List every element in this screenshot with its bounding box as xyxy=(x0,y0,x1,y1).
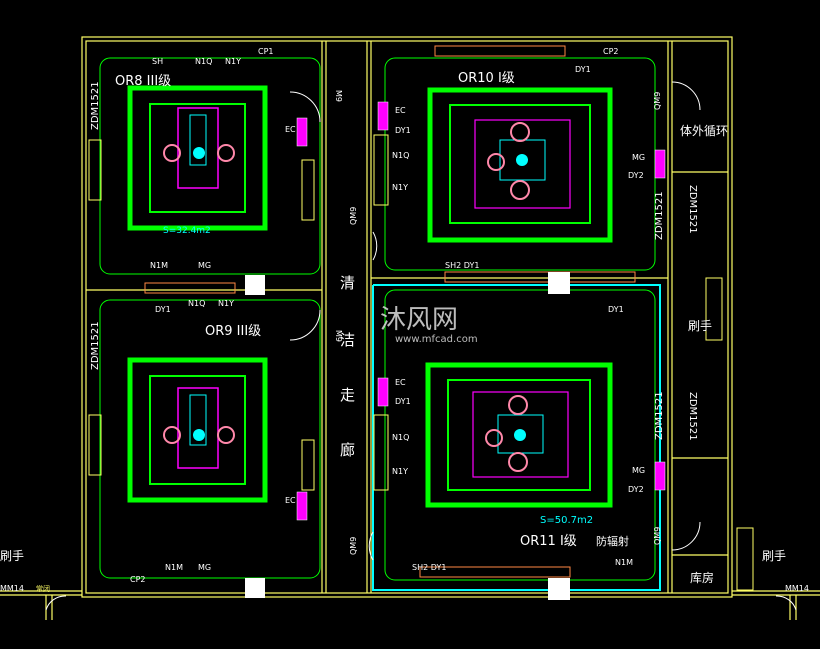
watermark-brand: 沐风网 xyxy=(380,305,458,335)
door-m9-top: M9 xyxy=(334,90,343,102)
equip-ec-or9: EC xyxy=(285,496,296,505)
or9-table-frame xyxy=(127,357,268,503)
wall-cabinets xyxy=(144,45,636,578)
room-label-scrub-left: 刷手 xyxy=(0,549,24,563)
room-label-extracorporeal: 体外循环 xyxy=(680,124,728,138)
equip-cp2-or9: CP2 xyxy=(130,575,146,584)
equip-n1q-top: N1Q xyxy=(195,57,212,66)
room-label-or9: OR9 III级 xyxy=(205,324,261,339)
openings xyxy=(245,272,570,600)
equip-sh-or8: SH xyxy=(152,57,163,66)
room-label-scrub-mid: 刷手 xyxy=(688,319,712,333)
equip-mg-or11: MG xyxy=(632,466,645,475)
room-note-or11: 防辐射 xyxy=(596,534,629,548)
door-m9-mid: M9 xyxy=(334,330,343,342)
equip-n1y-or11: N1Y xyxy=(392,467,408,476)
corridor-char-4: 廊 xyxy=(340,441,355,459)
equip-dy2-or10: DY2 xyxy=(628,171,644,180)
equip-cp1-or8: CP1 xyxy=(258,47,274,56)
room-label-or10: OR10 I级 xyxy=(458,71,515,86)
door-zdm-or8: ZDM1521 xyxy=(90,81,101,130)
equip-dy1-or11: DY1 xyxy=(608,305,624,314)
door-qm9-upper: QM9 xyxy=(349,207,358,225)
equip-ec-or8: EC xyxy=(285,125,296,134)
area-or8: S=32.4m2 xyxy=(163,226,211,236)
equip-dy1-ec-or10: DY1 xyxy=(395,126,411,135)
room-label-storage: 库房 xyxy=(690,570,714,585)
equip-n1m-or8: N1M xyxy=(150,261,168,270)
equip-dy1-or10: DY1 xyxy=(575,65,591,74)
door-qm9-lower: QM9 xyxy=(349,537,358,555)
door-zdm-or10: ZDM1521 xyxy=(654,191,665,240)
corridor-char-2: 洁 xyxy=(340,331,355,349)
equip-n1q-or10: N1Q xyxy=(392,151,409,160)
door-normally-closed: 常闭 xyxy=(36,584,50,593)
equip-n1m-or9: N1M xyxy=(165,563,183,572)
or8-table-frame xyxy=(127,85,268,231)
door-mm14-left: MM14 xyxy=(0,584,24,593)
equip-n1y-top: N1Y xyxy=(225,57,241,66)
door-zdm-right-2: ZDM1521 xyxy=(687,392,698,441)
door-zdm-or11: ZDM1521 xyxy=(654,391,665,440)
equip-sh2dy1-or11: SH2 DY1 xyxy=(412,563,446,572)
or11-table-frame xyxy=(425,362,613,508)
equip-ec-or11: EC xyxy=(395,378,406,387)
area-or11: S=50.7m2 xyxy=(540,515,593,526)
door-swings xyxy=(45,81,797,611)
equip-dy1-ec-or11: DY1 xyxy=(395,397,411,406)
door-qm9-or11: QM9 xyxy=(653,527,662,545)
equip-n1q-or11: N1Q xyxy=(392,433,409,442)
door-zdm-right-1: ZDM1521 xyxy=(687,185,698,234)
or10-table-frame xyxy=(427,87,613,243)
equip-ec-or10: EC xyxy=(395,106,406,115)
equip-sh2dy1-or10: SH2 DY1 xyxy=(445,261,479,270)
equip-n1m-or11: N1M xyxy=(615,558,633,567)
corridor-char-1: 清 xyxy=(340,274,355,292)
equip-dy1-or9: DY1 xyxy=(155,305,171,314)
room-label-or11: OR11 I级 xyxy=(520,534,577,549)
equip-mg-or8: MG xyxy=(198,261,211,270)
side-cabinets xyxy=(88,134,754,591)
room-label-or8: OR8 III级 xyxy=(115,74,171,89)
electric-panels xyxy=(296,101,666,521)
outer-walls xyxy=(0,36,820,620)
equip-cp2-or10: CP2 xyxy=(603,47,619,56)
equip-n1y-or10: N1Y xyxy=(392,183,408,192)
equip-n1q-or8: N1Q xyxy=(188,299,205,308)
room-label-scrub-right: 刷手 xyxy=(762,549,786,563)
watermark-url: www.mfcad.com xyxy=(395,334,478,345)
corridor-char-3: 走 xyxy=(340,386,355,404)
equip-mg-or9: MG xyxy=(198,563,211,572)
door-zdm-or9: ZDM1521 xyxy=(90,321,101,370)
door-qm9-or10: QM9 xyxy=(653,92,662,110)
equip-dy2-or11: DY2 xyxy=(628,485,644,494)
equip-mg-or10: MG xyxy=(632,153,645,162)
equip-n1y-or8: N1Y xyxy=(218,299,234,308)
door-mm14-right: MM14 xyxy=(785,584,809,593)
